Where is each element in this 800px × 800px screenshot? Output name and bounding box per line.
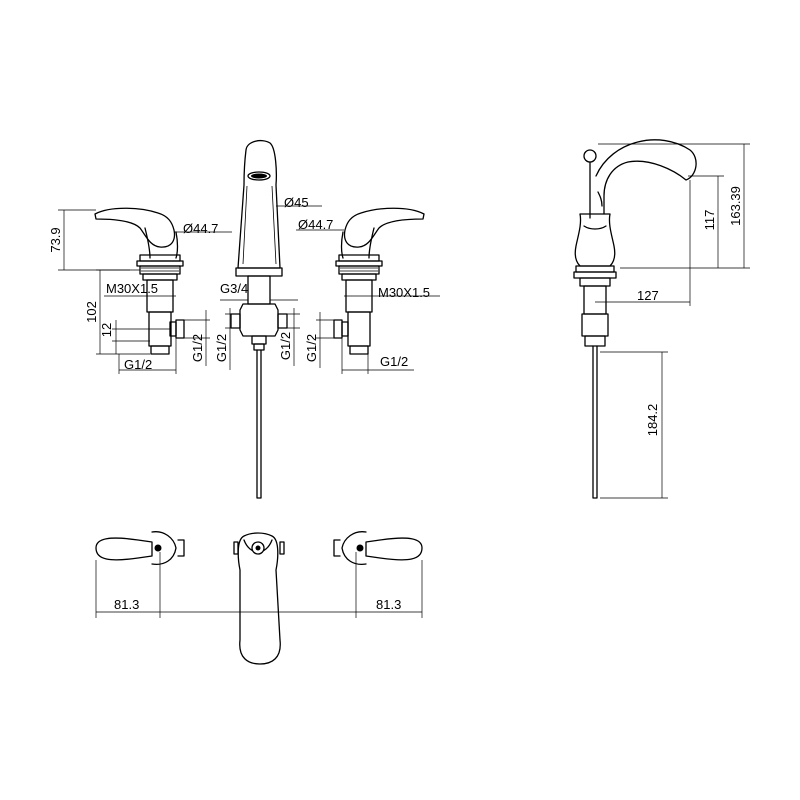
dim-outlet-right: G1/2 <box>304 334 319 362</box>
dim-diameter-handle-right: Ø44.7 <box>298 217 333 232</box>
faucet-side-view <box>573 139 697 499</box>
dim-inlet-left: G1/2 <box>124 357 152 372</box>
dim-diameter-handle-left: Ø44.7 <box>183 221 218 236</box>
dim-inlet-right: G1/2 <box>380 354 408 369</box>
dim-overall-height: 163.39 <box>728 186 743 226</box>
dim-spout-reach: 127 <box>637 288 659 303</box>
dim-body-height: 102 <box>84 301 99 323</box>
spout-front-view <box>230 139 288 499</box>
dim-spacing-right: 81.3 <box>376 597 401 612</box>
dim-height-left: 73.9 <box>48 227 63 252</box>
dim-spout-thread: G3/4 <box>220 281 248 296</box>
dim-outlet-left: G1/2 <box>190 334 205 362</box>
left-handle-front-view <box>94 207 185 355</box>
front-view-dimensions: 73.9 Ø44.7 Ø45 Ø44.7 M30X1.5 M30X1.5 102… <box>48 195 440 374</box>
dim-outlet-center-right: G1/2 <box>278 332 293 360</box>
right-handle-front-view <box>333 207 425 355</box>
dim-outlet-center-left: G1/2 <box>214 334 229 362</box>
dim-inlet-offset: 12 <box>99 323 114 337</box>
dim-spacing-left: 81.3 <box>114 597 139 612</box>
top-view-dimensions: 81.3 81.3 <box>95 552 423 618</box>
faucet-top-view <box>95 531 423 665</box>
dim-thread-right: M30X1.5 <box>378 285 430 300</box>
dim-spout-height: 117 <box>702 210 717 231</box>
side-view-dimensions: 163.39 117 127 184.2 <box>595 143 750 499</box>
dim-thread-left: M30X1.5 <box>106 281 158 296</box>
dim-diameter-spout: Ø45 <box>284 195 309 210</box>
dim-rod-length: 184.2 <box>645 404 660 437</box>
